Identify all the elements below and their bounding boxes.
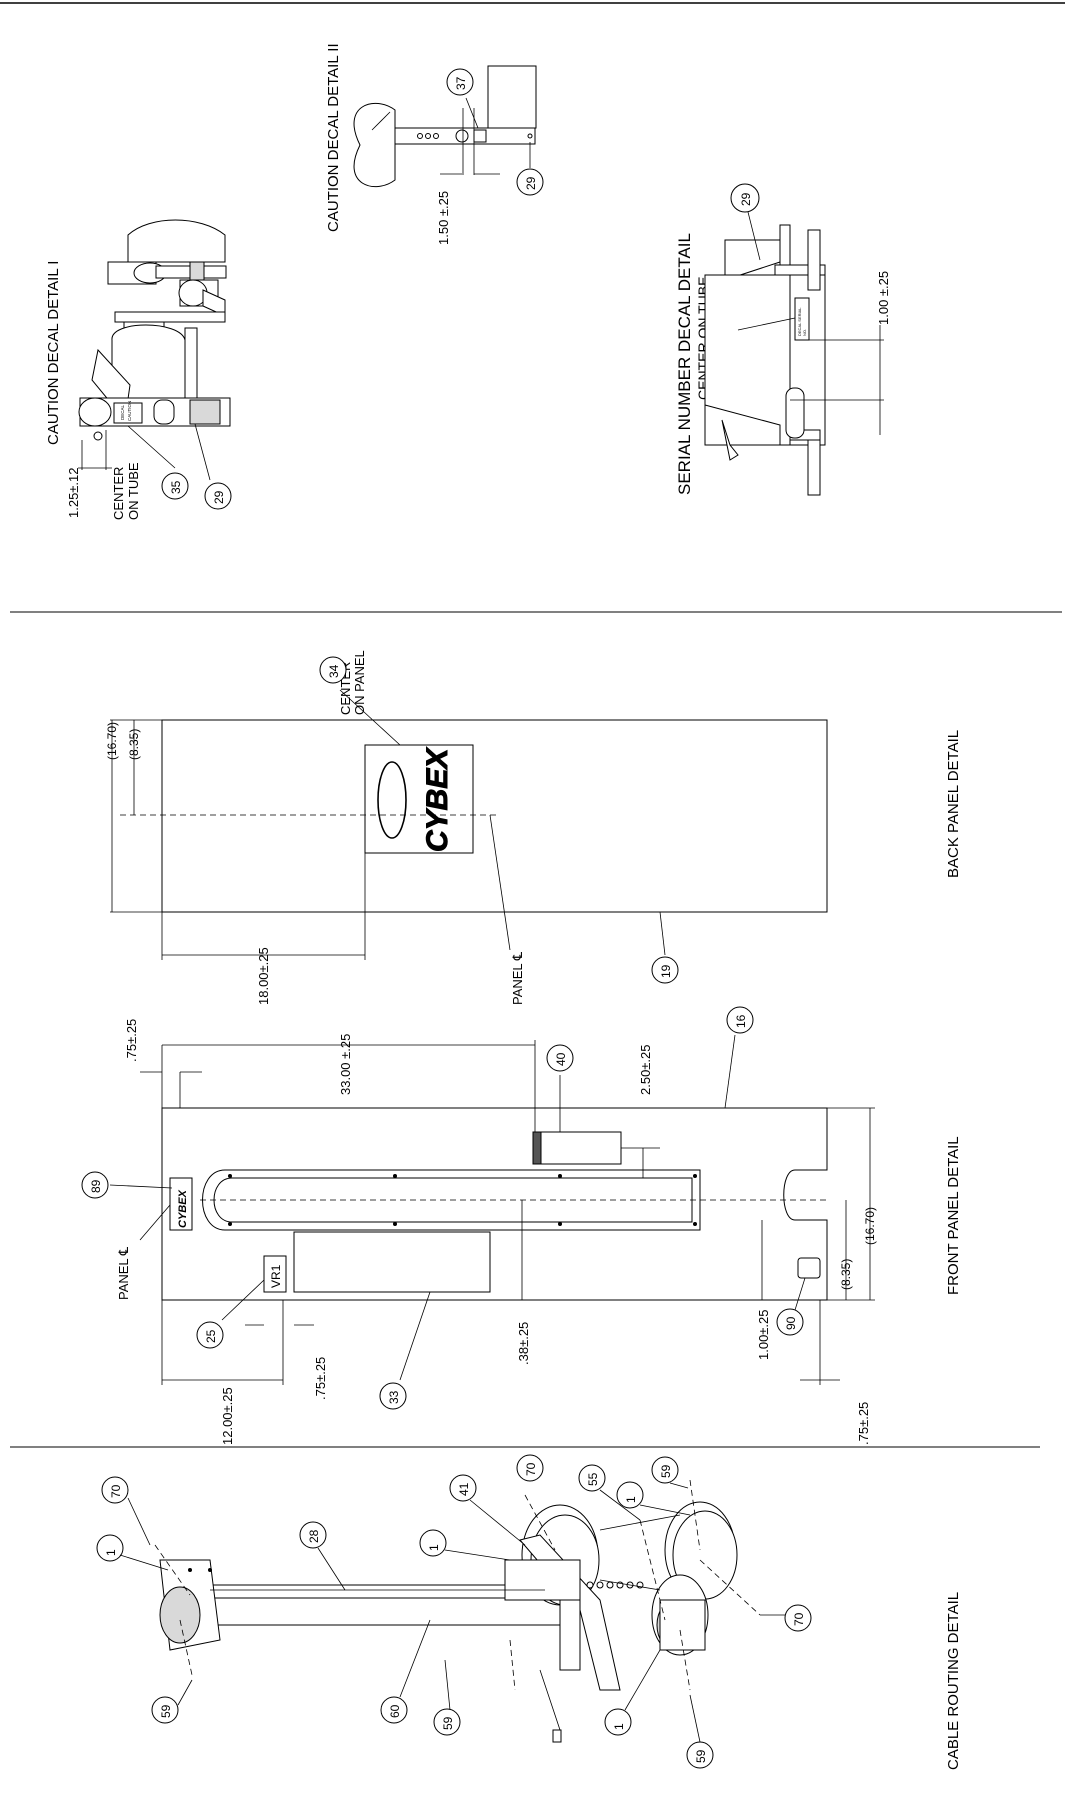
svg-text:59: 59 <box>659 1464 673 1478</box>
svg-text:29: 29 <box>739 192 753 206</box>
callout-40: 40 <box>546 1044 574 1072</box>
callout-cr-70c: 70 <box>784 1604 812 1632</box>
svg-text:40: 40 <box>554 1052 568 1066</box>
caution-decal-detail-1: CAUTION DECAL DETAIL I DECAL CAUTION 1.2… <box>45 219 232 520</box>
callout-29: 29 <box>204 482 232 510</box>
callout-cr-1a: 1 <box>96 1534 124 1562</box>
front-panel-logo: CYBEX <box>177 1189 189 1228</box>
callout-cr-59d: 59 <box>686 1741 714 1769</box>
front-panel-dim-overall: (16.70) <box>863 1207 877 1245</box>
cable-routing-detail: CABLE ROUTING DETAIL <box>96 1454 962 1770</box>
back-panel-note-2: ON PANEL <box>352 650 367 715</box>
front-panel-dim-075b: .75±.25 <box>313 1357 328 1400</box>
callout-cr-1d: 1 <box>604 1708 632 1736</box>
front-panel-dim-250: 2.50±.25 <box>638 1044 653 1095</box>
svg-text:34: 34 <box>327 664 341 678</box>
callout-34: 34 <box>319 656 347 684</box>
callout-37: 37 <box>446 68 474 96</box>
serial-detail-dim: 1.00 ±.25 <box>876 271 891 325</box>
callout-cr-1c: 1 <box>616 1481 644 1509</box>
svg-text:28: 28 <box>307 1529 321 1543</box>
svg-text:59: 59 <box>159 1704 173 1718</box>
callout-19: 19 <box>651 956 679 984</box>
callout-cr-28: 28 <box>299 1521 327 1549</box>
callout-35: 35 <box>161 472 189 500</box>
svg-text:1: 1 <box>624 1496 638 1503</box>
back-panel-outline <box>161 719 828 913</box>
svg-text:1: 1 <box>427 1544 441 1551</box>
svg-text:59: 59 <box>441 1716 455 1730</box>
callout-cr-41: 41 <box>449 1474 477 1502</box>
svg-text:89: 89 <box>89 1179 103 1193</box>
front-panel-dim-100: 1.00±.25 <box>756 1309 771 1360</box>
svg-text:70: 70 <box>109 1484 123 1498</box>
back-panel-cl: PANEL ℄ <box>510 951 525 1005</box>
callout-29c: 29 <box>730 183 760 213</box>
callout-90: 90 <box>776 1308 804 1336</box>
front-panel-dim-33: 33.00 ±.25 <box>338 1034 353 1095</box>
front-panel-dim-12: 12.00±.25 <box>220 1387 235 1445</box>
front-panel-detail: FRONT PANEL DETAIL CYBEX VR1 33.00 ±.25 … <box>81 1006 962 1445</box>
svg-text:70: 70 <box>524 1462 538 1476</box>
caution-detail-2-title: CAUTION DECAL DETAIL II <box>325 43 342 232</box>
caution-decal-detail-2: CAUTION DECAL DETAIL II 1.50 ±.25 37 29 <box>325 43 544 245</box>
front-panel-dim-075c: .75±.25 <box>856 1402 871 1445</box>
caution-detail-1-note-1: CENTER <box>111 467 126 520</box>
caution-decal-1-text-b: CAUTION <box>127 401 132 421</box>
callout-cr-60: 60 <box>380 1696 408 1724</box>
svg-text:70: 70 <box>792 1612 806 1626</box>
callout-cr-70b: 70 <box>516 1454 544 1482</box>
front-panel-cl: PANEL ℄ <box>116 1246 131 1300</box>
svg-text:41: 41 <box>457 1482 471 1496</box>
caution-detail-2-dim: 1.50 ±.25 <box>436 191 451 245</box>
serial-detail-title: SERIAL NUMBER DECAL DETAIL <box>675 233 694 495</box>
svg-text:16: 16 <box>734 1014 748 1028</box>
svg-text:33: 33 <box>387 1390 401 1404</box>
svg-text:19: 19 <box>659 964 673 978</box>
callout-cr-55: 55 <box>578 1464 606 1492</box>
svg-text:29: 29 <box>524 176 538 190</box>
cable-routing-title: CABLE ROUTING DETAIL <box>945 1592 962 1770</box>
caution-detail-1-note-2: ON TUBE <box>126 462 141 520</box>
front-panel-dim-half: (8.35) <box>839 1259 853 1290</box>
serial-decal-text-2: NO. <box>802 329 807 336</box>
callout-cr-59a: 59 <box>151 1696 179 1724</box>
svg-text:29: 29 <box>212 490 226 504</box>
front-panel-dim-top-offset: .75±.25 <box>124 1019 139 1062</box>
callout-33: 33 <box>379 1382 407 1410</box>
back-panel-logo: CYBEX <box>421 747 454 852</box>
front-panel-vr1: VR1 <box>269 1264 283 1288</box>
front-panel-title: FRONT PANEL DETAIL <box>945 1136 962 1295</box>
callout-cr-59b: 59 <box>433 1708 461 1736</box>
back-panel-dim-offset: 18.00±.25 <box>256 947 271 1005</box>
serial-number-decal-detail: SERIAL NUMBER DECAL DETAIL CENTER ON TUB… <box>675 183 891 496</box>
svg-text:1: 1 <box>612 1723 626 1730</box>
callout-29b: 29 <box>516 168 544 196</box>
back-panel-title: BACK PANEL DETAIL <box>945 730 962 878</box>
serial-decal-text-1: DECAL SERIAL <box>797 307 802 336</box>
svg-text:37: 37 <box>454 76 468 90</box>
caution-detail-1-dim: 1.25±.12 <box>66 467 81 518</box>
svg-text:55: 55 <box>586 1472 600 1486</box>
callout-89: 89 <box>81 1171 109 1199</box>
back-panel-dim-overall: (16.70) <box>105 722 119 760</box>
svg-text:1: 1 <box>104 1549 118 1556</box>
callout-16: 16 <box>726 1006 754 1034</box>
svg-text:90: 90 <box>784 1316 798 1330</box>
svg-text:60: 60 <box>388 1704 402 1718</box>
svg-text:35: 35 <box>169 480 183 494</box>
callout-cr-70a: 70 <box>101 1476 129 1504</box>
caution-decal-1-text-a: DECAL <box>120 404 125 420</box>
back-panel-dim-half: (8.35) <box>127 729 141 760</box>
svg-text:25: 25 <box>204 1329 218 1343</box>
caution-detail-1-title: CAUTION DECAL DETAIL I <box>45 261 62 445</box>
front-panel-dim-038: .38±.25 <box>516 1322 531 1365</box>
back-panel-detail: BACK PANEL DETAIL CYBEX (16.70) (8.35) 1… <box>105 650 962 1005</box>
svg-text:59: 59 <box>694 1749 708 1763</box>
back-panel-logo-decal <box>364 744 474 854</box>
callout-cr-59c: 59 <box>651 1456 679 1484</box>
callout-cr-1b: 1 <box>419 1529 447 1557</box>
callout-25: 25 <box>196 1321 224 1349</box>
